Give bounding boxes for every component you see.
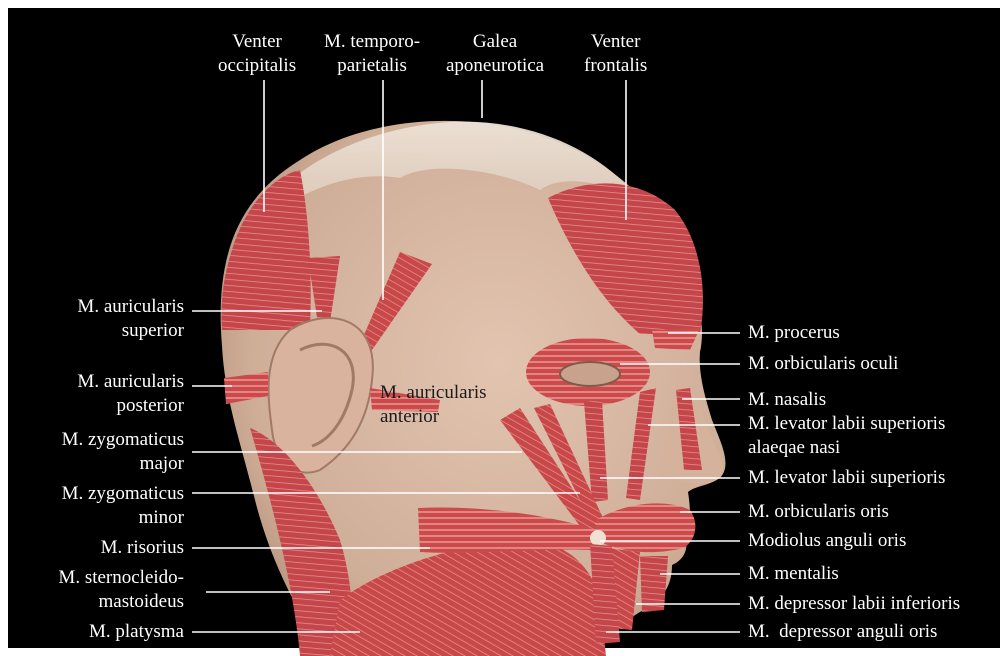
label-levator-alaeque: M. levator labii superioris alaeqae nasi: [748, 412, 945, 460]
label-nasalis: M. nasalis: [748, 388, 826, 412]
label-procerus: M. procerus: [748, 321, 840, 345]
label-galea-aponeurotica: Galea aponeurotica: [446, 30, 544, 78]
label-venter-occipitalis-line2: occipitalis: [218, 54, 296, 78]
label-mentalis: M. mentalis: [748, 562, 839, 586]
label-zygomaticus-minor: M. zygomaticus minor: [20, 482, 184, 530]
label-depressor-labii: M. depressor labii inferioris: [748, 592, 960, 616]
label-temporoparietalis-line2: parietalis: [324, 54, 420, 78]
label-auricularis-posterior-line2: posterior: [20, 394, 184, 418]
label-auricularis-posterior: M. auricularis posterior: [20, 370, 184, 418]
label-auricularis-superior-line1: M. auricularis: [20, 295, 184, 319]
label-zygomaticus-minor-line1: M. zygomaticus: [20, 482, 184, 506]
label-platysma: M. platysma: [20, 620, 184, 644]
label-risorius: M. risorius: [20, 536, 184, 560]
label-modiolus: Modiolus anguli oris: [748, 529, 906, 553]
label-venter-frontalis: Venter frontalis: [584, 30, 647, 78]
label-orbicularis-oris: M. orbicularis oris: [748, 500, 889, 524]
label-auricularis-anterior: M. auricularis anterior: [380, 381, 487, 429]
label-temporoparietalis-line1: M. temporo-: [324, 30, 420, 54]
label-sternocleidomastoideus: M. sternocleido- mastoideus: [20, 566, 184, 614]
label-levator-alaeque-line1: M. levator labii superioris: [748, 412, 945, 436]
label-temporoparietalis: M. temporo- parietalis: [324, 30, 420, 78]
label-venter-frontalis-line1: Venter: [584, 30, 647, 54]
label-levator-labii: M. levator labii superioris: [748, 466, 945, 490]
label-sternocleidomastoideus-line1: M. sternocleido-: [20, 566, 184, 590]
label-zygomaticus-major-line1: M. zygomaticus: [20, 428, 184, 452]
label-zygomaticus-major: M. zygomaticus major: [20, 428, 184, 476]
label-venter-occipitalis-line1: Venter: [218, 30, 296, 54]
label-galea-line1: Galea: [446, 30, 544, 54]
modiolus-node: [590, 530, 606, 546]
label-auricularis-anterior-line1: M. auricularis: [380, 381, 487, 405]
label-auricularis-anterior-line2: anterior: [380, 405, 487, 429]
label-auricularis-superior: M. auricularis superior: [20, 295, 184, 343]
label-venter-frontalis-line2: frontalis: [584, 54, 647, 78]
label-zygomaticus-minor-line2: minor: [20, 506, 184, 530]
label-galea-line2: aponeurotica: [446, 54, 544, 78]
label-venter-occipitalis: Venter occipitalis: [218, 30, 296, 78]
label-zygomaticus-major-line2: major: [20, 452, 184, 476]
eye: [560, 362, 620, 386]
label-depressor-anguli: M. depressor anguli oris: [748, 620, 937, 644]
label-auricularis-superior-line2: superior: [20, 319, 184, 343]
label-levator-alaeque-line2: alaeqae nasi: [748, 436, 945, 460]
venter-occipitalis-muscle: [221, 170, 310, 330]
label-auricularis-posterior-line1: M. auricularis: [20, 370, 184, 394]
label-orbicularis-oculi: M. orbicularis oculi: [748, 352, 898, 376]
label-sternocleidomastoideus-line2: mastoideus: [20, 590, 184, 614]
